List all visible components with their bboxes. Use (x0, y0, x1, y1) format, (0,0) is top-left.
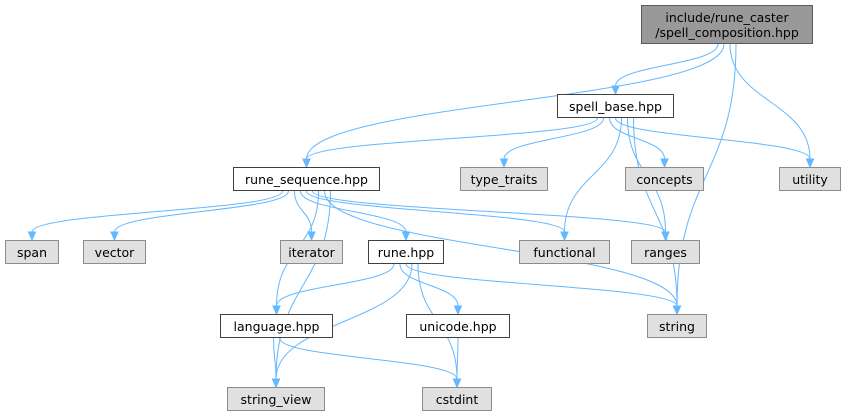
node-rune-sequence-hpp[interactable]: rune_sequence.hpp (233, 167, 380, 191)
edge-rune_sequence-to-iterator (294, 190, 312, 233)
node-string-view[interactable]: string_view (227, 387, 325, 411)
edge-language-to-string_view (273, 337, 277, 380)
arrowhead-rune_sequence-to-span (27, 231, 37, 242)
edge-rune-to-unicode (399, 263, 459, 307)
edge-root-to-spell_base (615, 43, 719, 87)
node-language-hpp[interactable]: language.hpp (220, 314, 333, 338)
edge-rune_sequence-to-vector (114, 190, 289, 233)
node-span[interactable]: span (5, 240, 59, 264)
arrowhead-language-to-string_view (271, 378, 281, 389)
arrowhead-rune-to-language (272, 305, 281, 316)
node-type-traits[interactable]: type_traits (460, 167, 548, 191)
edge-spell_base-to-utility (615, 117, 811, 160)
node-functional[interactable]: functional (519, 240, 610, 264)
edge-rune_sequence-to-rune (300, 190, 407, 233)
edge-spell_base-to-functional (564, 117, 622, 233)
node-unicode-hpp[interactable]: unicode.hpp (406, 314, 510, 338)
edge-root-to-utility (729, 43, 811, 160)
arrowhead-rune_sequence-to-ranges (661, 231, 670, 242)
arrowhead-rune_sequence-to-rune (401, 231, 411, 242)
edge-spell_base-to-concepts (609, 117, 665, 160)
arrowhead-spell_base-to-utility (805, 158, 815, 169)
arrowhead-rune_sequence-to-vector (110, 231, 119, 242)
edge-rune_sequence-to-ranges (312, 190, 666, 233)
edge-rune_sequence-to-string (324, 190, 678, 307)
edge-spell_base-to-type_traits (503, 117, 604, 160)
edge-rune_sequence-to-string_view (275, 190, 331, 380)
arrowhead-rune-to-string (672, 305, 682, 316)
edge-rune-to-string (405, 263, 678, 307)
node-iterator[interactable]: iterator (280, 240, 343, 264)
edge-spell_base-to-string (633, 117, 678, 307)
node-spell-base-hpp[interactable]: spell_base.hpp (557, 94, 674, 118)
node-spell-composition-hpp[interactable]: include/rune_caster /spell_composition.h… (641, 5, 813, 44)
node-root-line2: /spell_composition.hpp (655, 24, 799, 40)
arrowhead-rune-to-unicode (453, 305, 463, 316)
edge-rune_sequence-to-span (31, 190, 283, 233)
edge-language-to-cstdint (279, 337, 458, 380)
arrowhead-spell_base-to-concepts (660, 158, 669, 169)
arrowhead-rune_sequence-to-functional (560, 231, 569, 242)
edge-rune-to-language (276, 263, 395, 307)
arrowhead-unicode-to-cstdint (452, 378, 462, 389)
edge-rune_sequence-to-functional (306, 190, 565, 233)
node-root-line1: include/rune_caster (665, 9, 789, 25)
node-cstdint[interactable]: cstdint (422, 387, 492, 411)
node-ranges[interactable]: ranges (631, 240, 700, 264)
edge-unicode-to-cstdint (456, 337, 459, 380)
arrowhead-spell_base-to-type_traits (499, 158, 509, 169)
edge-rune-to-string_view (275, 263, 413, 380)
edge-root-to-rune_sequence (306, 43, 725, 160)
arrowhead-spell_base-to-rune_sequence (302, 158, 311, 169)
edge-spell_base-to-rune_sequence (306, 117, 598, 160)
node-vector[interactable]: vector (83, 240, 146, 264)
node-rune-hpp[interactable]: rune.hpp (368, 240, 444, 264)
node-string[interactable]: string (647, 314, 707, 338)
node-utility[interactable]: utility (779, 167, 841, 191)
node-concepts[interactable]: concepts (625, 167, 704, 191)
arrowhead-rune_sequence-to-iterator (307, 231, 316, 242)
